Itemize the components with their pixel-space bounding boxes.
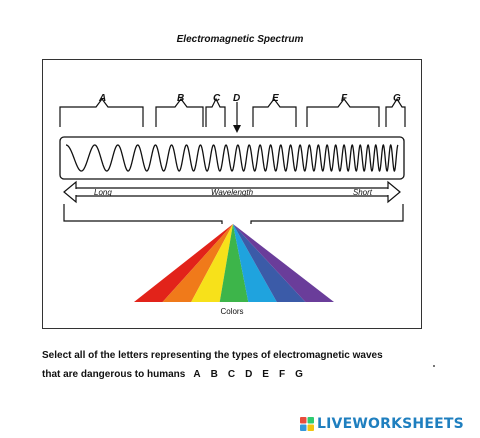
rainbow-band-4 [219,224,249,302]
arrow-d [233,102,241,133]
wavelength-arrow [63,180,401,204]
rainbow-band-3 [191,224,233,302]
band-label-a: A [98,93,106,104]
bracket-g [385,97,406,127]
long-label: Long [94,188,112,197]
band-label-f: F [341,93,348,104]
bracket-e [252,98,297,127]
page-title: Electromagnetic Spectrum [176,34,304,45]
visible-light-rainbow [134,224,334,302]
stray-dot [433,365,435,367]
short-label: Short [353,188,373,197]
brand-name: LIVEWORKSHEETS [317,416,464,432]
brand-rest: WORKSHEETS [352,416,464,432]
visible-band-bracket [63,204,404,224]
spectrum-diagram: A B C D E F G Long Wavelength Short Co [42,59,422,329]
wavelength-label: Wavelength [211,188,254,197]
band-label-d: D [233,93,240,104]
choice-f[interactable]: F [278,369,286,380]
band-label-g: G [393,93,401,104]
colors-label: Colors [220,307,243,316]
band-label-c: C [213,93,221,104]
choice-b[interactable]: B [210,369,218,380]
bracket-c [205,97,226,127]
choice-g[interactable]: G [295,369,303,380]
choice-c[interactable]: C [227,369,236,380]
band-label-e: E [272,93,279,104]
question-line-1: Select all of the letters representing t… [42,350,383,361]
bracket-a [59,98,144,127]
bracket-b [155,98,204,127]
rainbow-band-1 [134,224,233,302]
bracket-f [306,98,380,127]
band-label-b: B [177,93,184,104]
choice-e[interactable]: E [262,369,269,380]
brand-live: LIVE [317,416,353,432]
choice-a[interactable]: A [193,369,201,380]
band-brackets [59,97,406,127]
choice-d[interactable]: D [245,369,253,380]
spectrum-figure: A B C D E F G Long Wavelength Short Co [42,59,422,329]
figure-frame [42,59,422,329]
wave-box [59,136,405,180]
rainbow-band-2 [162,224,233,302]
liveworksheets-logo-icon [300,417,314,431]
question-block: Select all of the letters representing t… [42,346,452,384]
rainbow-band-7 [233,224,334,302]
brand-logo: LIVEWORKSHEETS [300,416,464,432]
wave-line [65,144,399,172]
question-text-2: that are dangerous to humans [42,369,186,380]
